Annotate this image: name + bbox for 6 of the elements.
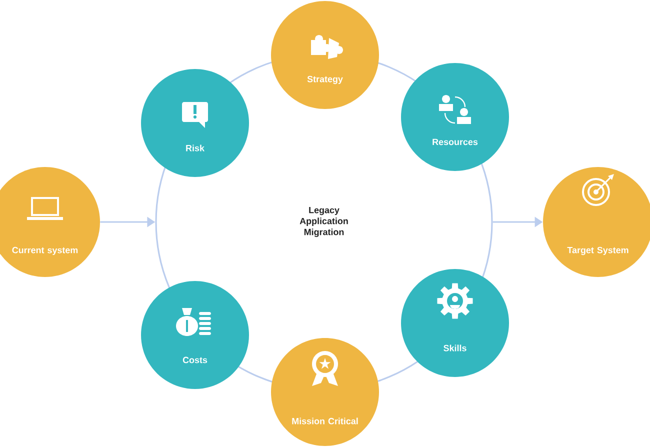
circle-node: Risk (141, 68, 249, 177)
circle-node: Strategy (271, 1, 379, 109)
circle-node: Skills (401, 268, 509, 377)
circle-node: Resources (401, 62, 509, 171)
circle-node: Costs (141, 280, 249, 389)
circle-node: Mission Critical (271, 338, 379, 446)
